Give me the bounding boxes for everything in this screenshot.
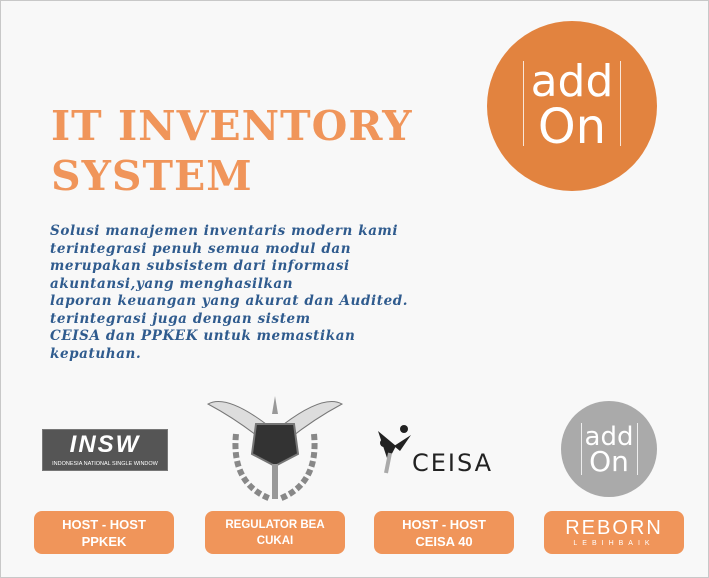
bea-cukai-emblem-icon [206,396,344,502]
ceisa-logo-text: CEISA [412,449,494,477]
addon-logo: add On [487,21,657,191]
host-ceisa-button[interactable]: HOST - HOST CEISA 40 [374,511,514,554]
host-ppkek-button[interactable]: HOST - HOST PPKEK [34,511,174,554]
insw-logo: INSW INDONESIA NATIONAL SINGLE WINDOW [42,429,168,471]
button-label: CUKAI [256,534,294,547]
ceisa-logo: CEISA [376,421,516,481]
logo-text-add: add [530,56,614,107]
logo-grey-text-add: add [584,422,634,452]
reborn-logo-text: REBORN [565,517,663,539]
reborn-tagline: LEBIHBAIK [573,540,655,547]
logo-text-on: On [537,99,607,155]
ceisa-figure-icon [378,425,411,474]
logo-grey-text-on: On [589,445,629,478]
button-label: HOST - HOST [62,516,146,532]
insw-logo-text: INSW [69,431,141,458]
button-label: HOST - HOST [402,516,486,532]
reborn-button[interactable]: REBORN LEBIHBAIK [544,511,684,554]
button-label: REGULATOR BEA [225,518,325,531]
insw-logo-caption: INDONESIA NATIONAL SINGLE WINDOW [52,461,158,467]
title-line-1: IT INVENTORY [51,102,413,150]
title-line-2: SYSTEM [51,152,253,200]
button-label: PPKEK [81,533,127,549]
button-label: CEISA 40 [415,533,473,549]
page-title: IT INVENTORY SYSTEM [51,101,412,201]
regulator-bea-cukai-button[interactable]: REGULATOR BEA CUKAI [205,511,345,554]
addon-logo-grey: add On [561,401,657,497]
description: Solusi manajemen inventaris modern kami … [50,223,409,362]
